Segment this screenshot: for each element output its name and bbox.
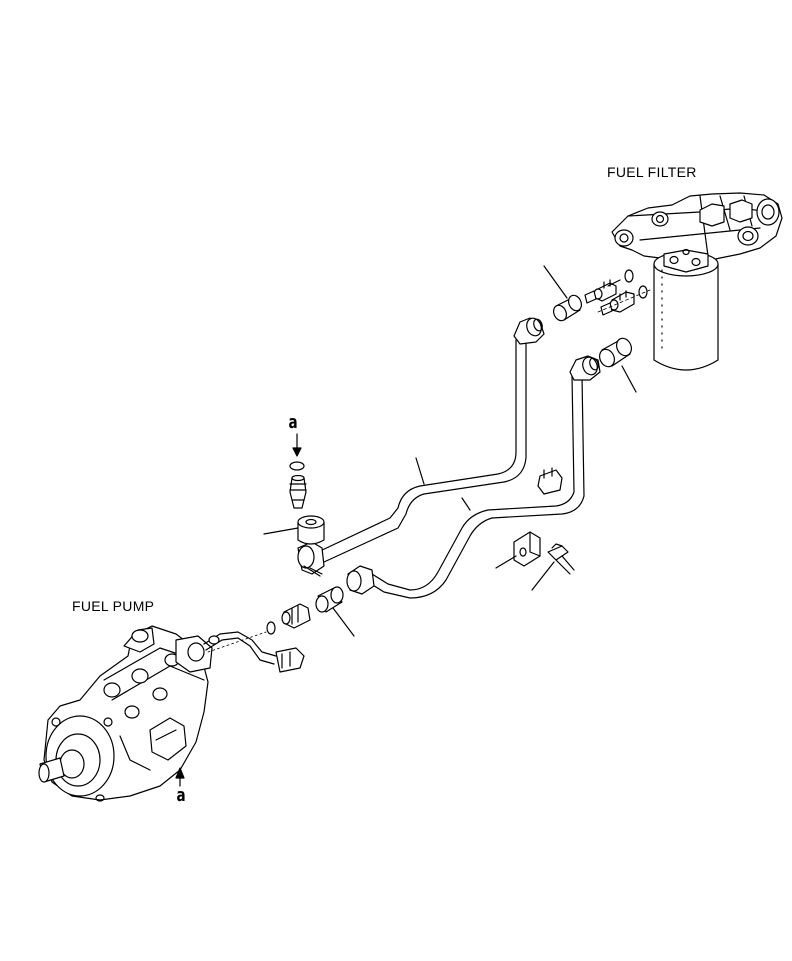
o-ring-lower (638, 285, 648, 299)
cap-pump-lower (315, 586, 344, 613)
leader-clamp-bracket (495, 555, 517, 569)
clamp-bracket (513, 531, 541, 567)
ref-a-bottom-label: a (176, 785, 186, 806)
leader-cap-pump-upper (263, 527, 299, 535)
bolt (547, 543, 575, 575)
filter-fitting-lower (600, 290, 635, 316)
leader-hose-upper (415, 457, 425, 485)
leader-bolt (531, 561, 555, 591)
ref-arrow-top (292, 433, 302, 457)
ref-arrow-bottom (175, 767, 185, 787)
fuel-pump-assembly (38, 625, 305, 802)
hose-clamp-upper (537, 467, 563, 495)
fitting-pump (281, 603, 311, 629)
fuel-pump-label: FUEL PUMP (72, 598, 155, 614)
leader-cap-lower (621, 365, 637, 393)
o-ring-pump (266, 621, 276, 635)
o-ring-top (289, 461, 305, 471)
fuel-filter-assembly (611, 192, 783, 371)
cap-lower (599, 337, 632, 368)
fitting-top (289, 474, 307, 509)
leader-cap-pump-lower (332, 607, 355, 637)
leader-cap-upper (543, 265, 568, 299)
leader-hose-lower (461, 497, 471, 511)
fuel-hose-lower (346, 355, 601, 599)
cap-pump-upper (297, 515, 325, 545)
cap-upper (552, 294, 583, 322)
fuel-filter-label: FUEL FILTER (607, 164, 697, 180)
filter-fitting-upper (584, 279, 621, 304)
ref-a-top-label: a (288, 412, 298, 433)
fuel-hose-upper (297, 317, 545, 577)
o-ring-upper (624, 269, 634, 283)
